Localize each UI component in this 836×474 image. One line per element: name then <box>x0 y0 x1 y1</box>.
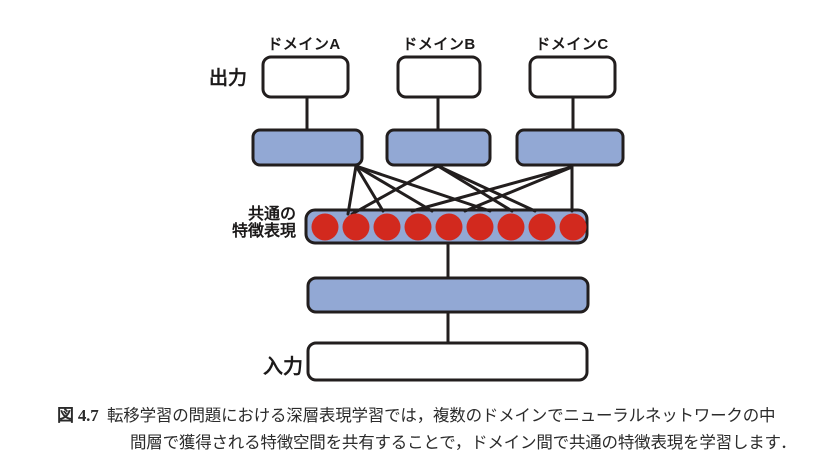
connection-line <box>436 164 537 213</box>
connection-line <box>410 165 574 213</box>
connection-line <box>350 164 440 216</box>
input-layer-label: 入力 <box>263 356 303 378</box>
figure-number: 図 4.7 <box>57 406 99 425</box>
feature-node <box>497 213 525 241</box>
connection-line <box>354 164 385 213</box>
feature-node <box>311 213 339 241</box>
connection-line <box>354 164 434 213</box>
shared-feature-label-line2: 特徴表現 <box>231 223 296 240</box>
domain-a-label: ドメインA <box>267 36 341 53</box>
connection-line <box>346 164 358 216</box>
caption-line-2: 間層で獲得される特徴空間を共有することで，ドメイン間で共通の特徴表現を学習します… <box>130 433 797 452</box>
domain-b-label: ドメインB <box>402 36 476 53</box>
caption-line-1: 転移学習の問題における深層表現学習では，複数のドメインでニューラルネットワークの… <box>107 406 776 425</box>
feature-node <box>466 213 494 241</box>
shared-feature-label-line1: 共通の <box>247 206 296 223</box>
domain-c-label: ドメインC <box>535 36 609 53</box>
feature-node <box>435 213 463 241</box>
connection-line <box>463 165 574 213</box>
shared-feature-label: 共通の 特徴表現 <box>232 206 296 240</box>
feature-node <box>528 213 556 241</box>
feature-node <box>373 213 401 241</box>
hidden-box-domain-c <box>515 128 625 167</box>
output-layer-label: 出力 <box>208 68 247 89</box>
connection-line <box>436 164 514 213</box>
feature-node <box>559 213 587 241</box>
feature-node <box>404 213 432 241</box>
feature-node <box>342 213 370 241</box>
connection-line <box>354 164 492 213</box>
